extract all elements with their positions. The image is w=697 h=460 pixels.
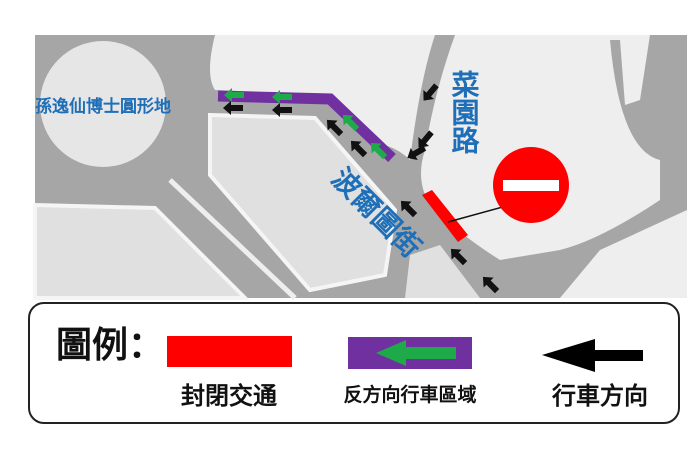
- legend-label-closed: 封閉交通: [181, 382, 277, 410]
- no-entry-sign-icon: [493, 147, 569, 223]
- land-block: [421, 35, 660, 260]
- road-divider: [168, 178, 297, 300]
- green-arrow-icon: [376, 340, 456, 366]
- land-block: [210, 35, 435, 160]
- legend: 圖例： 封閉交通 反方向行車區域 行車方向: [28, 302, 680, 424]
- contraflow-swatch: [348, 337, 472, 369]
- black-arrow-icon: [542, 339, 643, 372]
- legend-label-direction: 行車方向: [552, 382, 648, 410]
- contraflow-zone: [217, 90, 396, 162]
- land-block: [33, 202, 250, 300]
- traffic-map: 孫逸仙博士圓形地 菜園路 波爾圖街: [33, 35, 687, 300]
- closed-traffic-swatch: [167, 336, 292, 367]
- caiyuan-road-label: 菜園路: [448, 70, 481, 154]
- roundabout-label: 孫逸仙博士圓形地: [35, 96, 171, 117]
- land-block: [560, 210, 687, 298]
- building-block: [208, 112, 398, 293]
- road-closure: [422, 190, 468, 242]
- legend-label-contraflow: 反方向行車區域: [343, 384, 477, 406]
- pointer-line: [447, 204, 511, 223]
- land-block: [405, 245, 480, 298]
- legend-title: 圖例：: [56, 325, 165, 366]
- roundabout: [40, 41, 166, 167]
